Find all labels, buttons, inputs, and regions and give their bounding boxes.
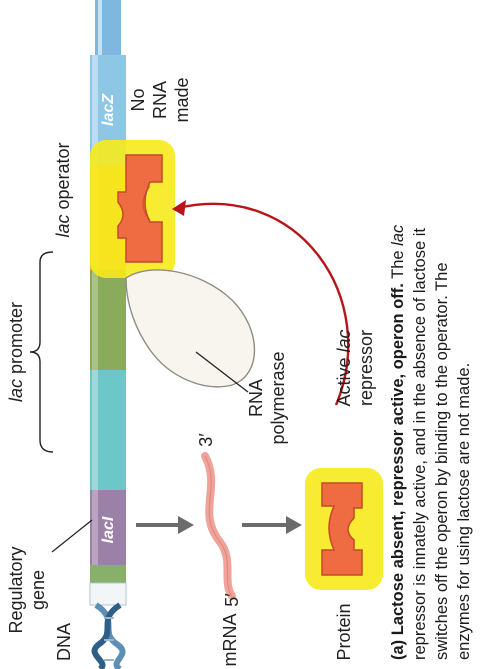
caption-line3: switches off the operon by binding to th… [433, 263, 451, 661]
lacI-label: lacI [100, 516, 117, 543]
no-rna-made-line1: No [128, 88, 148, 111]
caption-line4: enzymes for using lactose are not made. [455, 363, 473, 660]
rna-polymerase-line1: RNA [246, 379, 266, 417]
rna-polymerase-line2: polymerase [268, 351, 288, 444]
promoter-bracket [29, 251, 54, 453]
protein-label: Protein [334, 603, 354, 660]
active-repressor-line1: Active lac [334, 329, 354, 406]
lac-promoter-label: lac promoter [6, 302, 26, 402]
binding-arrow [177, 202, 350, 406]
five-prime-label: 5′ [222, 593, 242, 607]
no-rna-made-line3: made [172, 77, 192, 122]
bound-repressor [90, 140, 175, 278]
translation-arrow [242, 516, 302, 534]
no-rna-made-line2: RNA [150, 81, 170, 119]
dna-label: DNA [54, 623, 74, 661]
regulatory-gene-label-line1: Regulatory [6, 546, 26, 633]
caption-line2: repressor is innately active, and in the… [411, 228, 429, 660]
free-repressor-protein [305, 468, 383, 590]
three-prime-label: 3′ [196, 433, 216, 447]
active-repressor-line2: repressor [356, 330, 376, 406]
rna-polymerase-blob [125, 269, 256, 388]
lac-operator-label: lac operator [53, 142, 73, 237]
spacer-segment [90, 565, 126, 583]
mrna-label: mRNA [220, 614, 240, 667]
caption-line1: (a) Lactose absent, repressor active, op… [389, 224, 407, 660]
lacZ-label: lacZ [100, 93, 117, 126]
transcription-arrow [136, 516, 194, 534]
regulatory-gene-label-line2: gene [28, 570, 48, 610]
